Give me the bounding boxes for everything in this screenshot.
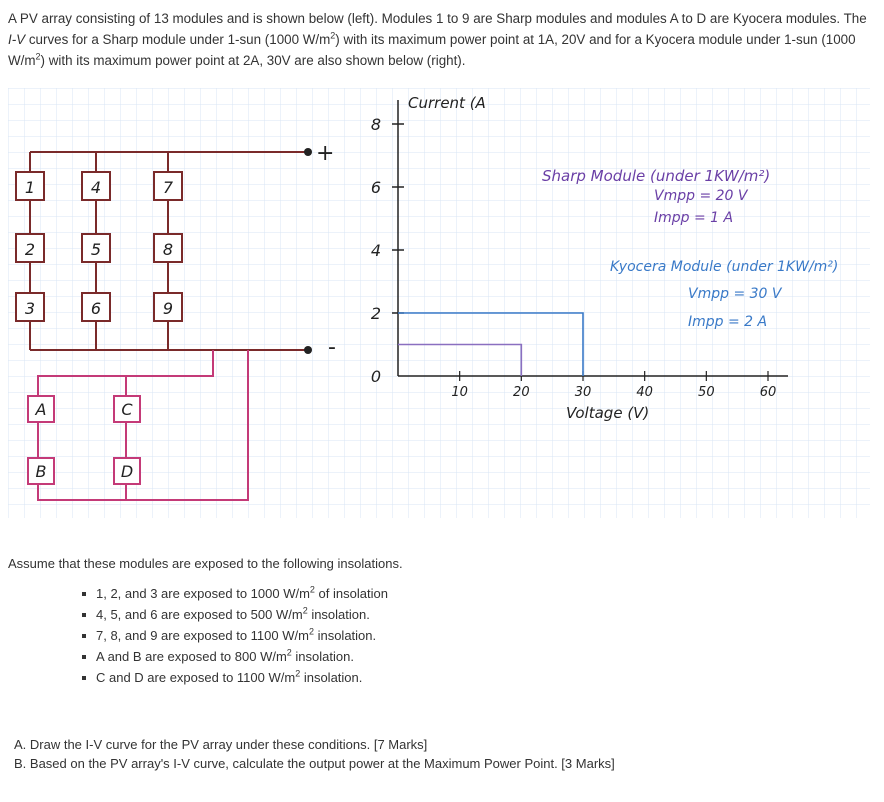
chart-series — [398, 312, 584, 376]
module-label-9: 9 — [163, 299, 173, 318]
module-label-6: 6 — [91, 299, 101, 318]
y-tick-label: 8 — [371, 115, 381, 134]
intro-iv-emphasis: I-V — [8, 32, 26, 47]
module-label-7: 7 — [163, 178, 174, 197]
kyocera-title-annotation: Kyocera Module (under 1KW/m²) — [610, 259, 838, 275]
module-label-1: 1 — [25, 178, 35, 197]
kyocera-modules: A B C D — [27, 395, 141, 485]
grid-background — [8, 88, 870, 518]
sharp-modules: 1 2 3 4 5 6 7 8 9 — [15, 171, 183, 322]
x-axis-label: Voltage (V) — [566, 404, 649, 422]
iv-curve-series-2 — [398, 312, 584, 376]
y-tick-label: 6 — [371, 178, 381, 197]
module-label-8: 8 — [163, 240, 173, 259]
module-label-3: 3 — [25, 299, 35, 318]
negative-terminal — [304, 346, 312, 354]
intro-text-2: curves for a Sharp module under 1-sun (1… — [25, 32, 331, 47]
minus-label: - — [328, 335, 336, 360]
task-a: A. Draw the I-V curve for the PV array u… — [14, 737, 428, 752]
module-label-b: B — [36, 462, 47, 481]
intro-text-3: ) with its maximum power point at 1A, 20… — [8, 32, 856, 68]
intro-text-4: ) with its maximum power point at 2A, 30… — [40, 53, 466, 68]
condition-item: 7, 8, and 9 are exposed to 1100 W/m2 ins… — [80, 625, 388, 646]
module-label-4: 4 — [91, 178, 101, 197]
sharp-vmpp-annotation: Vmpp = 20 V — [654, 188, 749, 204]
iv-curve-series-1 — [398, 343, 523, 376]
module-label-5: 5 — [91, 240, 101, 259]
x-tick-label: 60 — [760, 385, 777, 400]
assumption-text: Assume that these modules are exposed to… — [8, 556, 403, 571]
module-label-a: A — [35, 400, 47, 419]
x-tick-label: 30 — [575, 385, 592, 400]
y-tick-label: 2 — [371, 304, 381, 323]
task-b: B. Based on the PV array's I-V curve, ca… — [14, 756, 615, 771]
x-tick-label: 10 — [451, 385, 468, 400]
sharp-title-annotation: Sharp Module (under 1KW/m²) — [542, 167, 770, 185]
y-tick-label: 4 — [371, 241, 381, 260]
problem-intro: A PV array consisting of 13 modules and … — [8, 8, 868, 71]
plus-label: + — [316, 141, 334, 166]
insolation-conditions: 1, 2, and 3 are exposed to 1000 W/m2 of … — [80, 583, 388, 688]
x-tick-label: 20 — [513, 385, 530, 400]
module-label-c: C — [121, 400, 133, 419]
task-list: A. Draw the I-V curve for the PV array u… — [14, 735, 615, 773]
sharp-impp-annotation: Impp = 1 A — [654, 210, 733, 226]
condition-item: A and B are exposed to 800 W/m2 insolati… — [80, 646, 388, 667]
condition-item: C and D are exposed to 1100 W/m2 insolat… — [80, 667, 388, 688]
module-label-d: D — [121, 462, 133, 481]
x-tick-label: 40 — [636, 385, 653, 400]
y-axis-label: Current (A — [408, 94, 486, 112]
positive-terminal — [304, 148, 312, 156]
x-tick-label: 50 — [698, 385, 715, 400]
condition-item: 1, 2, and 3 are exposed to 1000 W/m2 of … — [80, 583, 388, 604]
y-tick-label: 0 — [371, 367, 381, 386]
module-label-2: 2 — [25, 240, 35, 259]
problem-figure: + - 1 2 3 4 5 6 7 8 9 — [8, 88, 870, 518]
kyocera-impp-annotation: Impp = 2 A — [688, 314, 767, 330]
intro-sup-1: 2 — [330, 30, 336, 41]
figure-svg: + - 1 2 3 4 5 6 7 8 9 — [8, 88, 870, 518]
kyocera-vmpp-annotation: Vmpp = 30 V — [688, 286, 783, 302]
intro-text-1: A PV array consisting of 13 modules and … — [8, 11, 867, 26]
intro-sup-2: 2 — [35, 51, 41, 62]
condition-item: 4, 5, and 6 are exposed to 500 W/m2 inso… — [80, 604, 388, 625]
